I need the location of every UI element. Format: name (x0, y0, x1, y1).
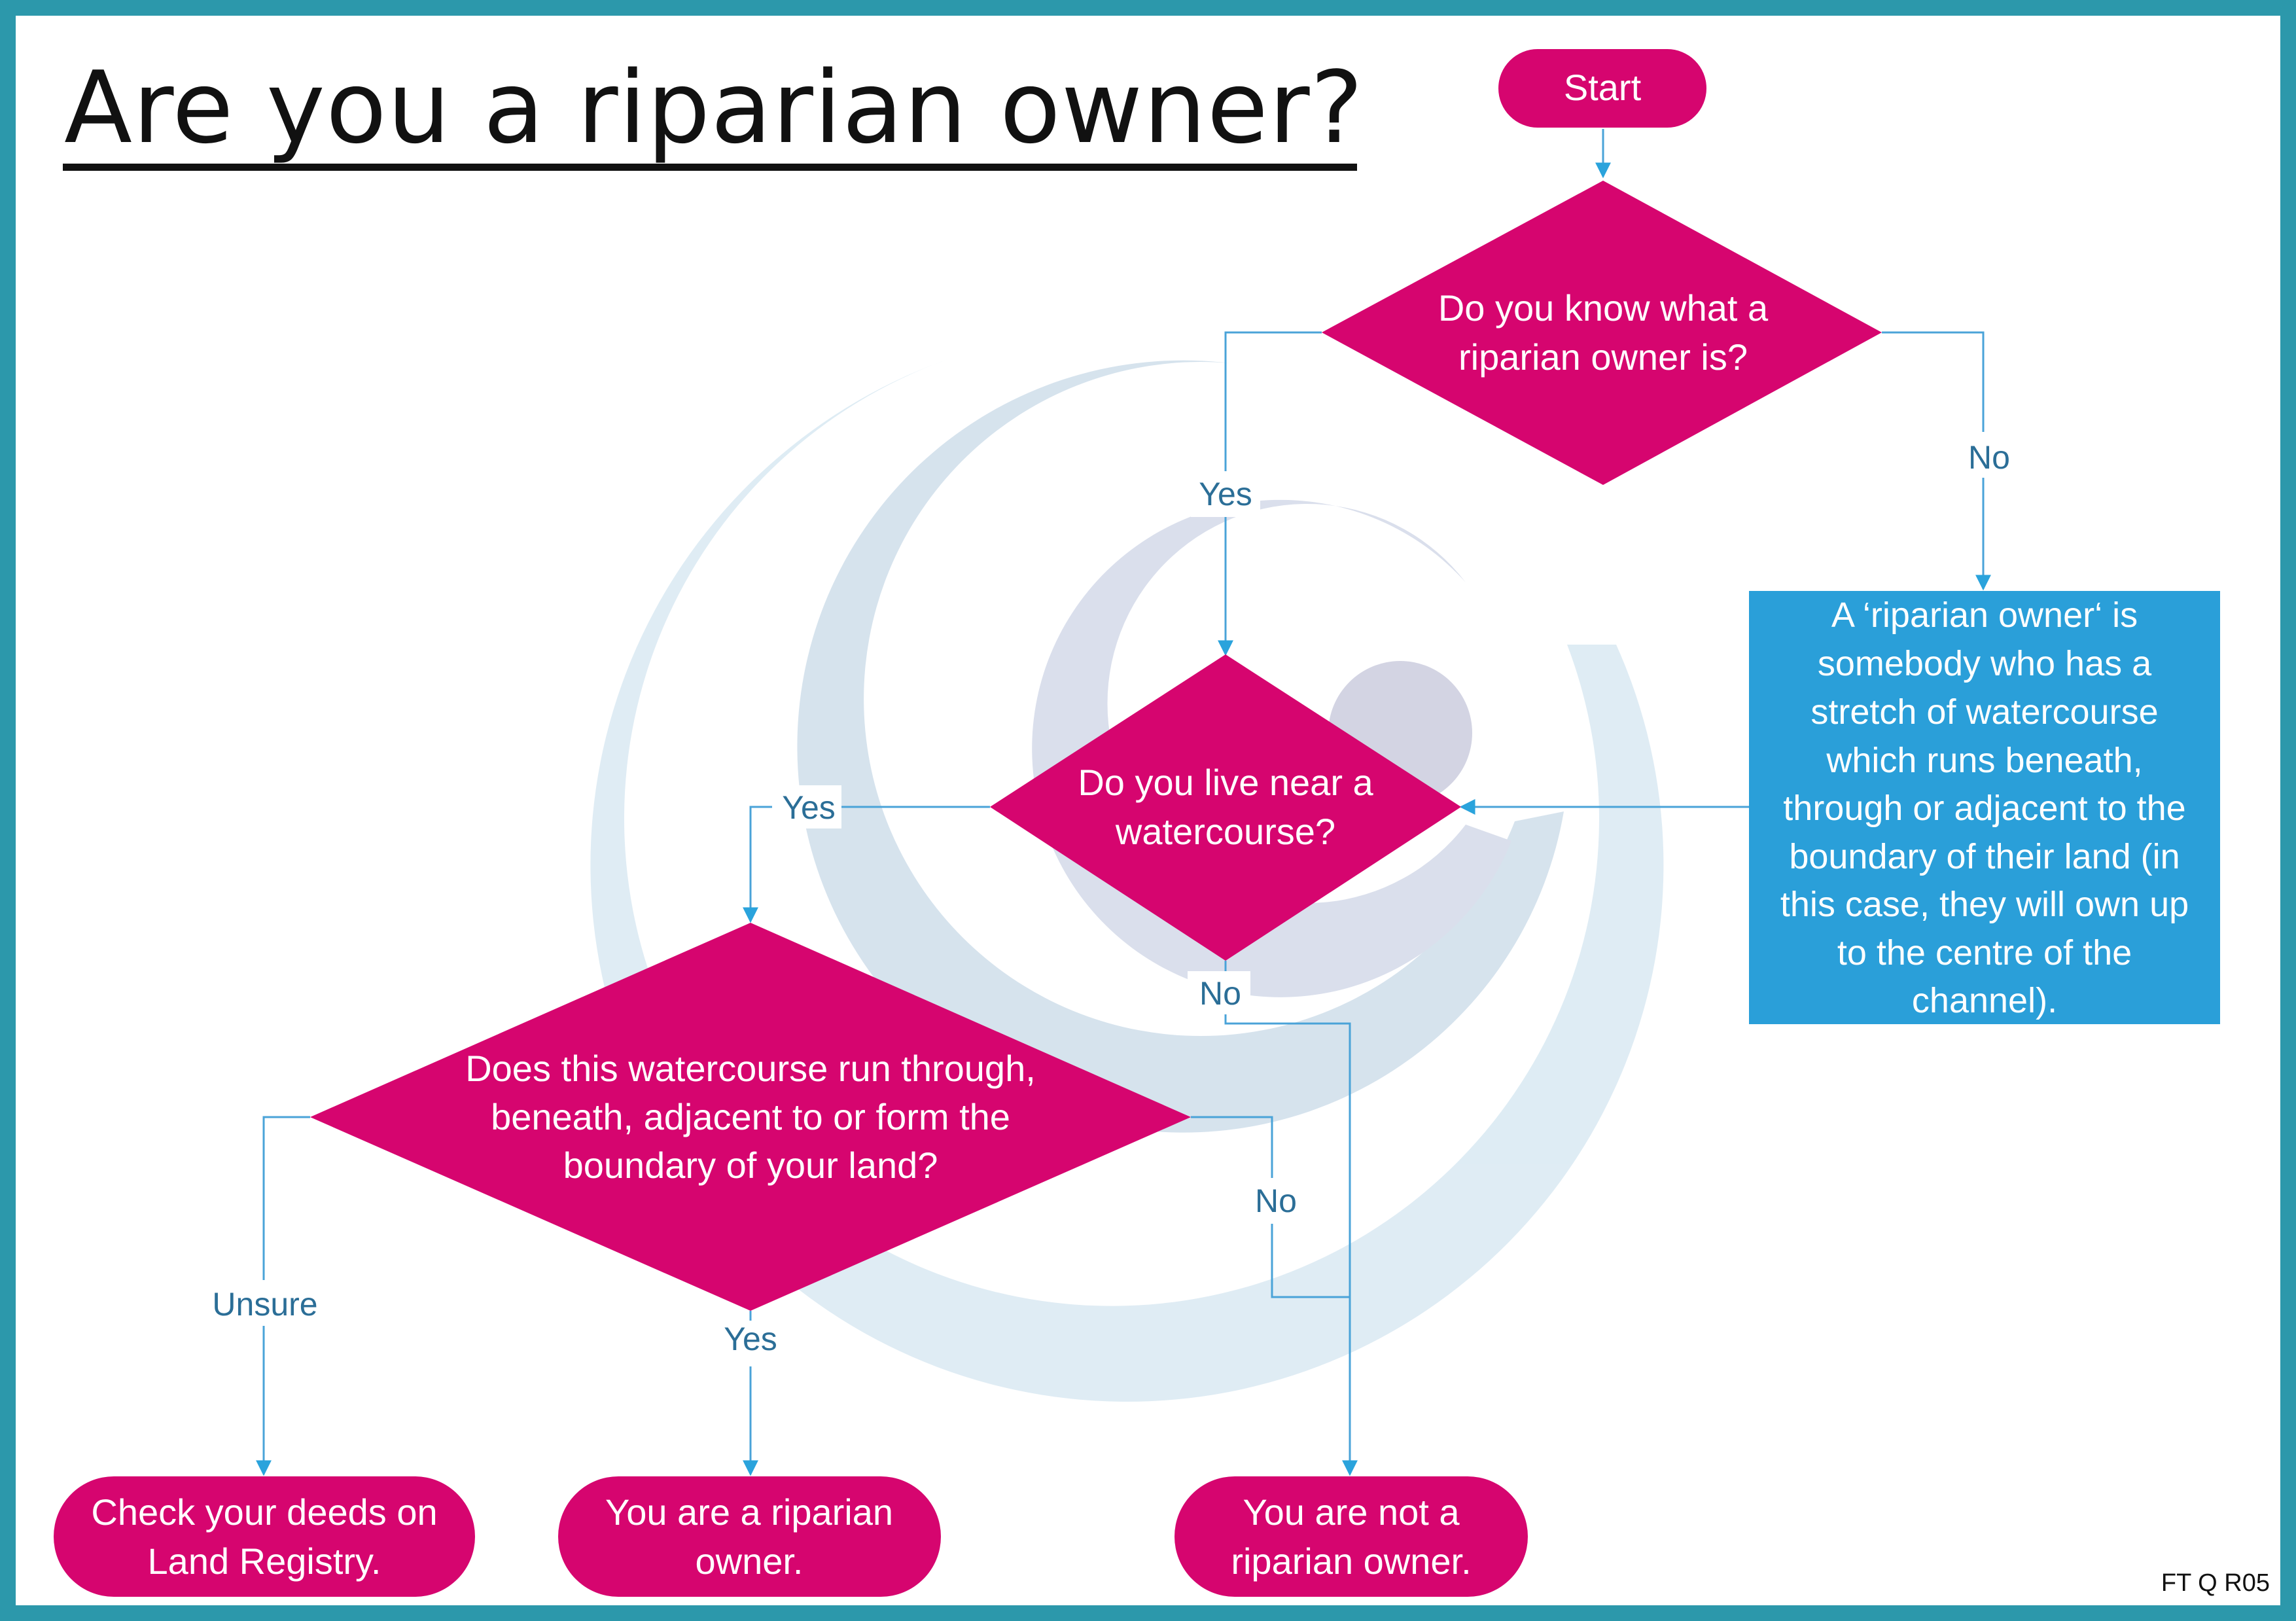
end-no-line-1: You are not a (1243, 1491, 1460, 1533)
decision-live-near-watercourse: Do you live near a watercourse? (990, 654, 1461, 961)
decision-q2-line-1: Do you live near a (1078, 762, 1373, 803)
end-check-line-2: Land Registry. (148, 1541, 381, 1582)
end-yes-line-2: owner. (696, 1541, 804, 1582)
edge-label-q1-yes: Yes (1199, 476, 1252, 512)
edge-label-q3-yes: Yes (724, 1321, 777, 1357)
connector-q2-yes (743, 806, 990, 923)
edge-label-q2-no: No (1199, 975, 1241, 1012)
connector-q1-yes (1218, 331, 1322, 656)
document-code: FT Q R05 (2161, 1569, 2270, 1597)
definition-line-4: which runs beneath, (1826, 741, 2142, 780)
end-check-deeds: Check your deeds on Land Registry. (54, 1476, 475, 1597)
definition-line-7: this case, they will own up (1780, 885, 2189, 924)
decision-q1-line-2: riparian owner is? (1458, 336, 1748, 378)
edge-label-q3-unsure: Unsure (212, 1286, 317, 1323)
end-not-riparian-owner: You are not a riparian owner. (1174, 1476, 1528, 1597)
start-terminal: Start (1498, 49, 1706, 128)
connector-q3-unsure (256, 1116, 310, 1476)
definition-line-5: through or adjacent to the (1783, 789, 2185, 828)
definition-line-3: stretch of watercourse (1810, 692, 2158, 732)
connector-q1-no (1882, 331, 1991, 591)
definition-line-2: somebody who has a (1818, 644, 2152, 683)
definition-line-1: A ‘riparian owner‘ is (1831, 596, 2138, 635)
edge-label-q3-no: No (1255, 1183, 1297, 1219)
definition-line-8: to the centre of the (1837, 933, 2132, 972)
page-title: Are you a riparian owner? (64, 50, 1364, 166)
end-you-are-riparian-owner: You are a riparian owner. (558, 1476, 941, 1597)
end-check-line-1: Check your deeds on (91, 1491, 437, 1533)
definition-line-9: channel). (1912, 981, 2057, 1020)
decision-know-riparian-owner: Do you know what a riparian owner is? (1322, 181, 1882, 485)
title-underline (63, 164, 1357, 171)
edge-labels: Yes No Yes No Unsure Yes No (206, 432, 2019, 1366)
edge-label-q1-no: No (1968, 439, 2010, 476)
decision-q1-line-1: Do you know what a (1438, 287, 1769, 329)
end-no-line-2: riparian owner. (1231, 1541, 1471, 1582)
decision-q2-line-2: watercourse? (1115, 811, 1335, 852)
edge-label-q2-yes: Yes (782, 789, 836, 826)
definition-box: A ‘riparian owner‘ is somebody who has a… (1749, 591, 2220, 1024)
decision-watercourse-through-land: Does this watercourse run through, benea… (310, 923, 1191, 1311)
end-yes-line-1: You are a riparian (605, 1491, 893, 1533)
decision-q3-line-2: beneath, adjacent to or form the (491, 1096, 1010, 1137)
decision-q3-line-3: boundary of your land? (563, 1145, 938, 1186)
definition-line-6: boundary of their land (in (1789, 837, 2180, 876)
decision-q3-line-1: Does this watercourse run through, (465, 1048, 1036, 1089)
start-label: Start (1564, 67, 1642, 108)
